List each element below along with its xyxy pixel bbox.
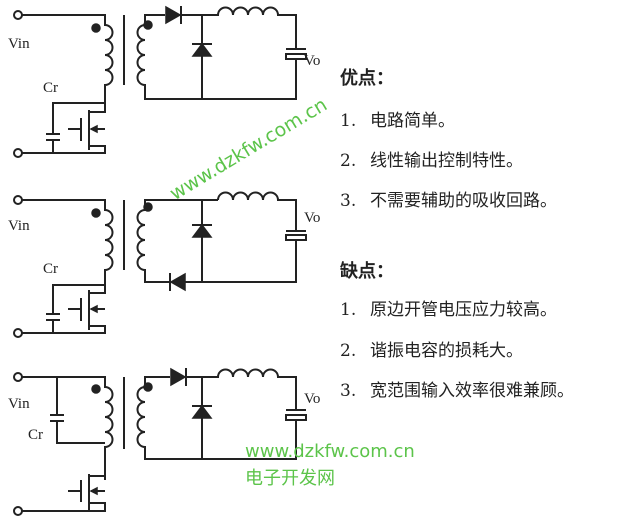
cr-label: Cr: [28, 427, 43, 443]
item-number: 3.: [340, 381, 357, 401]
freewheel-diode-icon: [191, 223, 213, 238]
mosfet-arrow-icon: [89, 304, 98, 314]
disadvantages-heading: 缺点：: [340, 261, 394, 282]
item-number: 2.: [340, 341, 357, 361]
watermark-url: www.dzkfw.com.cn: [245, 441, 415, 462]
advantage-item: 1. 电路简单。: [340, 106, 455, 131]
vin-terminal-top: [13, 10, 23, 20]
item-number: 1.: [340, 300, 357, 320]
item-text: 谐振电容的损耗大。: [370, 341, 523, 361]
advantages-heading: 优点：: [340, 68, 394, 89]
secondary-winding: [136, 376, 297, 460]
polarity-dot: [91, 384, 101, 394]
output-inductor: [217, 191, 297, 230]
mosfet-arrow-icon: [89, 124, 98, 134]
output-inductor: [181, 6, 297, 48]
item-number: 3.: [340, 191, 357, 211]
disadvantage-item: 2. 谐振电容的损耗大。: [340, 336, 523, 361]
vo-label: Vo: [304, 391, 320, 407]
polarity-dot: [143, 202, 153, 212]
item-text: 不需要辅助的吸收回路。: [370, 191, 557, 211]
advantage-item: 3. 不需要辅助的吸收回路。: [340, 186, 557, 211]
vin-terminal-bottom: [13, 148, 23, 158]
primary-winding: [22, 14, 114, 103]
vin-terminal-top: [13, 372, 23, 382]
cr-label: Cr: [43, 261, 58, 277]
rectifier-diode-icon: [170, 367, 187, 387]
circuit-3: Vo Vin Cr: [8, 367, 320, 516]
reset-diode-icon: [169, 272, 186, 292]
primary-winding: [22, 199, 114, 285]
primary-winding: [22, 376, 114, 480]
polarity-dot: [91, 23, 101, 33]
output-capacitor-plate: [285, 414, 307, 421]
vin-label: Vin: [8, 36, 30, 52]
item-text: 宽范围输入效率很难兼顾。: [370, 381, 574, 401]
vo-label: Vo: [304, 210, 320, 226]
vin-label: Vin: [8, 396, 30, 412]
item-number: 2.: [340, 151, 357, 171]
vin-terminal-bottom: [13, 506, 23, 516]
item-text: 原边开管电压应力较高。: [370, 300, 557, 320]
mosfet-switch-and-cr: [22, 102, 106, 154]
mosfet-arrow-icon: [89, 486, 98, 496]
mosfet-switch-and-cr: [22, 284, 106, 334]
mosfet-switch: [22, 474, 106, 512]
item-number: 1.: [340, 111, 357, 131]
resonant-capacitor-cr: [50, 377, 105, 444]
vin-terminal-bottom: [13, 328, 23, 338]
polarity-dot: [143, 382, 153, 392]
watermark-site-name: 电子开发网: [245, 468, 335, 489]
cr-label: Cr: [43, 80, 58, 96]
disadvantage-item: 1. 原边开管电压应力较高。: [340, 295, 557, 320]
advantage-item: 2. 线性输出控制特性。: [340, 146, 523, 171]
secondary-winding: [136, 14, 297, 100]
polarity-dot: [143, 20, 153, 30]
secondary-winding: [136, 199, 297, 283]
output-capacitor-plate: [285, 234, 307, 241]
vin-label: Vin: [8, 218, 30, 234]
freewheel-diode-icon: [191, 404, 213, 419]
vin-terminal-top: [13, 195, 23, 205]
circuit-1: Vo Vin Cr: [8, 5, 320, 158]
disadvantage-item: 3. 宽范围输入效率很难兼顾。: [340, 376, 574, 401]
item-text: 电路简单。: [370, 111, 455, 131]
output-capacitor-plate: [285, 53, 307, 60]
vo-label: Vo: [304, 53, 320, 69]
polarity-dot: [91, 208, 101, 218]
output-inductor: [186, 368, 297, 409]
rectifier-diode-icon: [165, 5, 182, 25]
item-text: 线性输出控制特性。: [370, 151, 523, 171]
circuit-2: Vo Vin Cr: [8, 191, 320, 338]
freewheel-diode-icon: [191, 42, 213, 57]
